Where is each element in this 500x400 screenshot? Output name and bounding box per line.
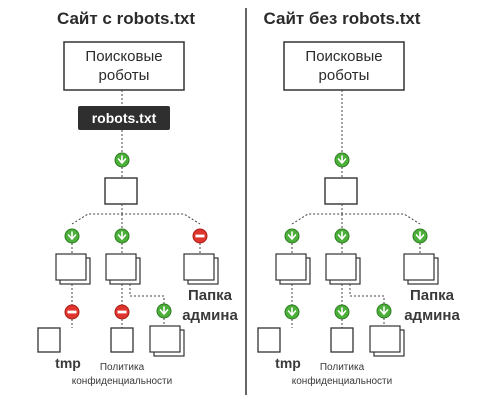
right-admin-pages bbox=[403, 253, 439, 285]
left-admin-blocked-icon bbox=[192, 228, 208, 244]
robots-txt-label: robots.txt bbox=[92, 110, 157, 126]
left-tmp-label: tmp bbox=[55, 355, 81, 371]
right-admin-label-line2: админа bbox=[404, 307, 460, 324]
right-privacy-allowed-icon bbox=[334, 304, 350, 320]
left-tmp-blocked-icon bbox=[64, 304, 80, 320]
left-page-group-2 bbox=[105, 253, 141, 285]
left-privacy-label-line1: Политика bbox=[100, 362, 145, 373]
right-branch2-allowed-icon bbox=[334, 228, 350, 244]
right-tmp-allowed-icon bbox=[284, 304, 300, 320]
right-root-page bbox=[324, 177, 358, 205]
left-branch1-allowed-icon bbox=[64, 228, 80, 244]
left-panel: Сайт с robots.txt Поисковые роботы robot… bbox=[37, 9, 238, 387]
right-branch1-allowed-icon bbox=[284, 228, 300, 244]
right-search-robots-line1: Поисковые bbox=[305, 48, 382, 65]
right-subpage-allowed-icon bbox=[376, 303, 392, 319]
left-privacy-page bbox=[110, 327, 134, 353]
right-tmp-label: tmp bbox=[275, 355, 301, 371]
left-subpage-allowed-icon bbox=[156, 303, 172, 319]
right-page-group-2 bbox=[325, 253, 361, 285]
right-search-robots-box bbox=[283, 41, 405, 91]
left-search-robots-line1: Поисковые bbox=[85, 48, 162, 65]
left-privacy-label-line2: конфиденциальности bbox=[72, 375, 172, 387]
left-title: Сайт с robots.txt bbox=[57, 9, 195, 28]
right-panel: Сайт без robots.txt Поисковые роботы Пап… bbox=[257, 9, 460, 387]
right-admin-label-line1: Папка bbox=[410, 287, 455, 304]
left-privacy-blocked-icon bbox=[114, 304, 130, 320]
right-top-allowed-icon bbox=[334, 152, 350, 168]
left-admin-label-line1: Папка bbox=[188, 287, 233, 304]
left-tmp-page bbox=[37, 327, 61, 353]
left-sub-pages bbox=[149, 325, 185, 357]
left-admin-label-line2: админа bbox=[182, 307, 238, 324]
right-page-group-1 bbox=[275, 253, 311, 285]
right-search-robots-line2: роботы bbox=[319, 67, 370, 84]
right-privacy-label-line2: конфиденциальности bbox=[292, 375, 392, 387]
right-admin-allowed-icon bbox=[412, 228, 428, 244]
left-admin-pages bbox=[183, 253, 219, 285]
left-root-page bbox=[104, 177, 138, 205]
left-top-allowed-icon bbox=[114, 152, 130, 168]
right-sub-pages bbox=[369, 325, 405, 357]
right-privacy-label-line1: Политика bbox=[320, 362, 365, 373]
right-tmp-page bbox=[257, 327, 281, 353]
left-branch2-allowed-icon bbox=[114, 228, 130, 244]
left-search-robots-box bbox=[63, 41, 185, 91]
right-title: Сайт без robots.txt bbox=[264, 9, 421, 28]
right-privacy-page bbox=[330, 327, 354, 353]
left-search-robots-line2: роботы bbox=[99, 67, 150, 84]
robots-txt-file bbox=[78, 106, 170, 130]
left-page-group-1 bbox=[55, 253, 91, 285]
